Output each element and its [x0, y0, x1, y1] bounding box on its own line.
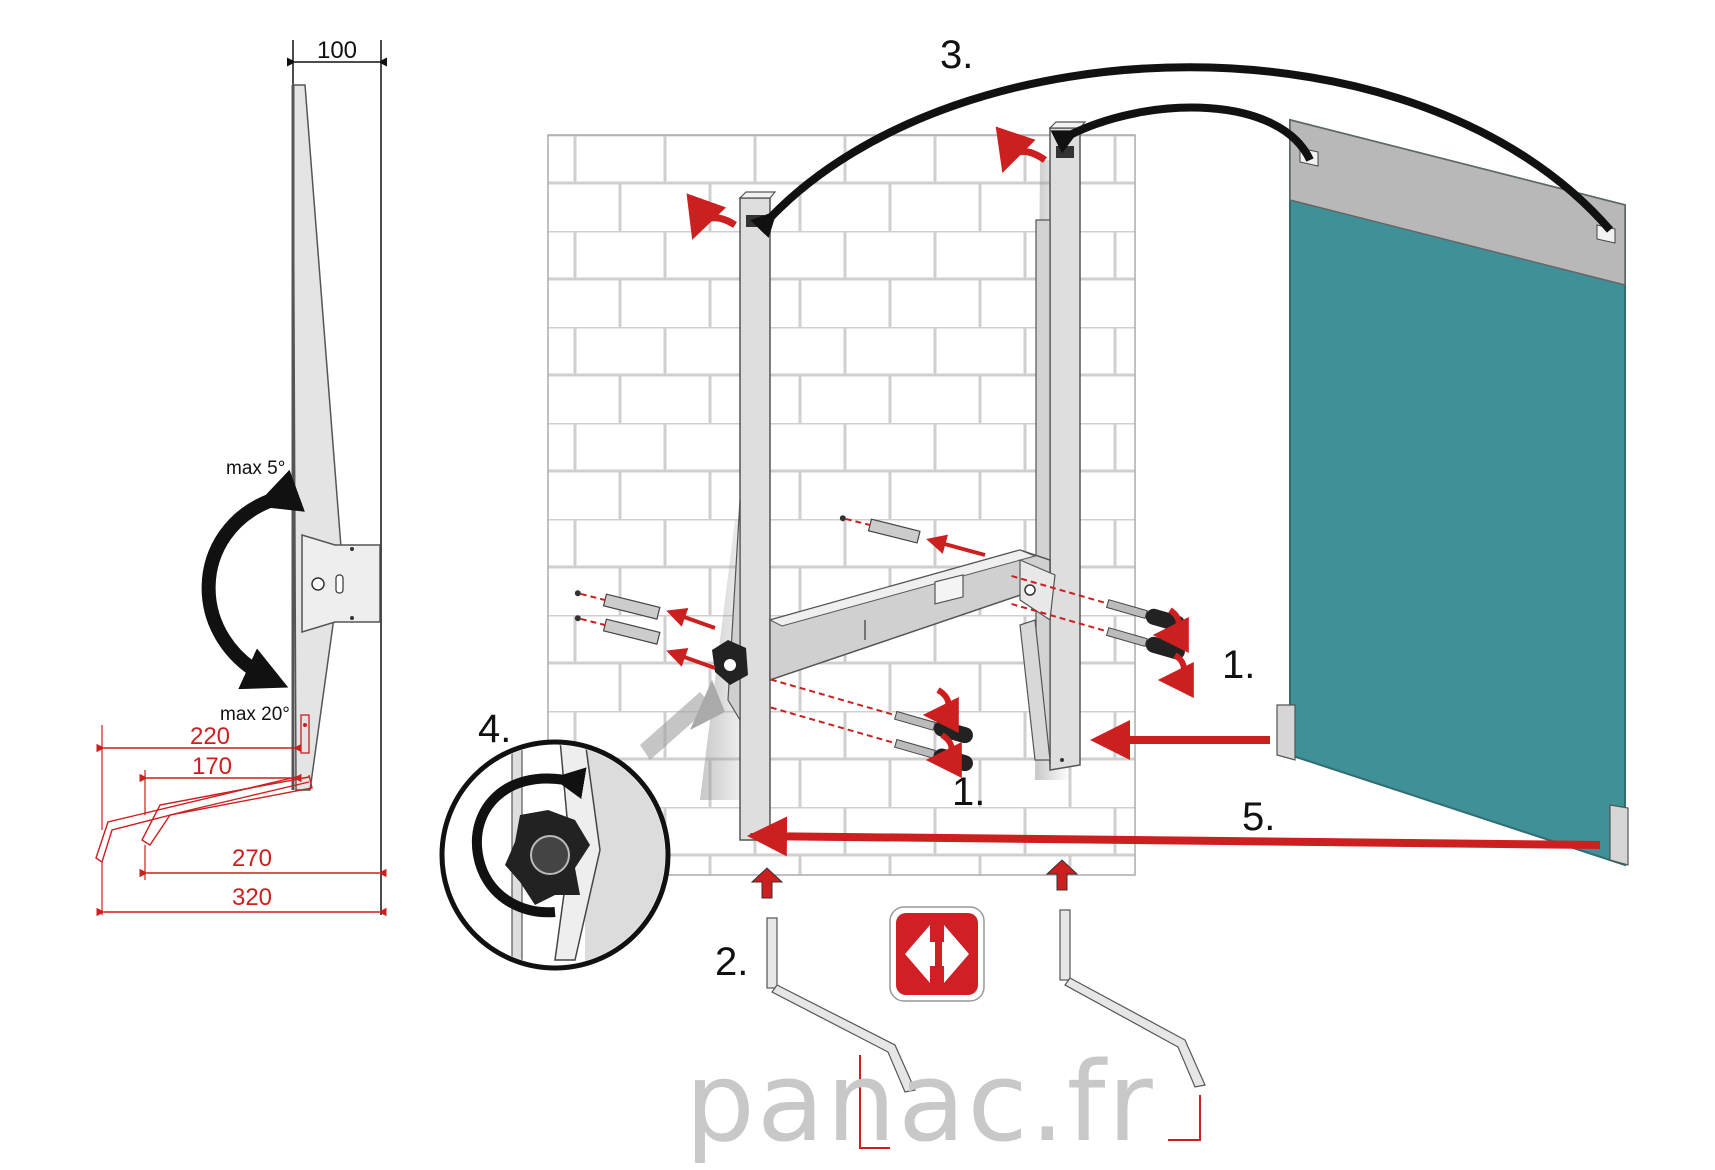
dim-220-label: 220	[190, 723, 230, 750]
red-square-arrows-logo	[889, 906, 985, 1002]
fasteners	[574, 515, 1194, 778]
step-3-label: 3.	[940, 33, 973, 77]
dim-320-label: 320	[232, 884, 272, 911]
right-upright	[1049, 127, 1081, 771]
step-2-label: 2.	[715, 940, 748, 984]
dim-170-label: 170	[192, 753, 232, 780]
angle-max-down: max 20°	[220, 704, 290, 725]
step-4-label: 4.	[478, 707, 511, 751]
rotate-red-left-icon	[686, 193, 737, 240]
watermark: panac.fr	[685, 1038, 1155, 1166]
left-upright	[739, 197, 771, 841]
step-1-lower-label: 1.	[952, 770, 985, 814]
small-knob-icon	[712, 640, 748, 685]
rotate-arrow-icon	[471, 767, 587, 918]
side-view: 100 220 170 270 320 max 5° max 20°	[95, 37, 388, 917]
side-frame	[292, 84, 343, 791]
dim-100-label: 100	[317, 37, 357, 64]
step2-up-arrows	[750, 859, 1079, 899]
tilt-arrow-icon	[201, 469, 305, 690]
radiator-panel	[1276, 118, 1629, 867]
legs	[766, 909, 1206, 1149]
knob-detail	[439, 680, 725, 971]
dim-270-label: 270	[232, 845, 272, 872]
rotate-red-right-icon	[995, 126, 1048, 173]
step-1-right-label: 1.	[1222, 643, 1255, 687]
star-knob-icon	[505, 810, 590, 905]
angle-max-up: max 5°	[226, 458, 285, 479]
step5-arrow-lower	[747, 816, 1601, 857]
step3-arrow-outer	[750, 63, 1614, 238]
step3-arrow-inner	[1050, 103, 1314, 162]
wall-assembly	[547, 121, 1136, 876]
step-5-label: 5.	[1242, 795, 1275, 839]
panel-top-bracket	[1289, 119, 1626, 286]
